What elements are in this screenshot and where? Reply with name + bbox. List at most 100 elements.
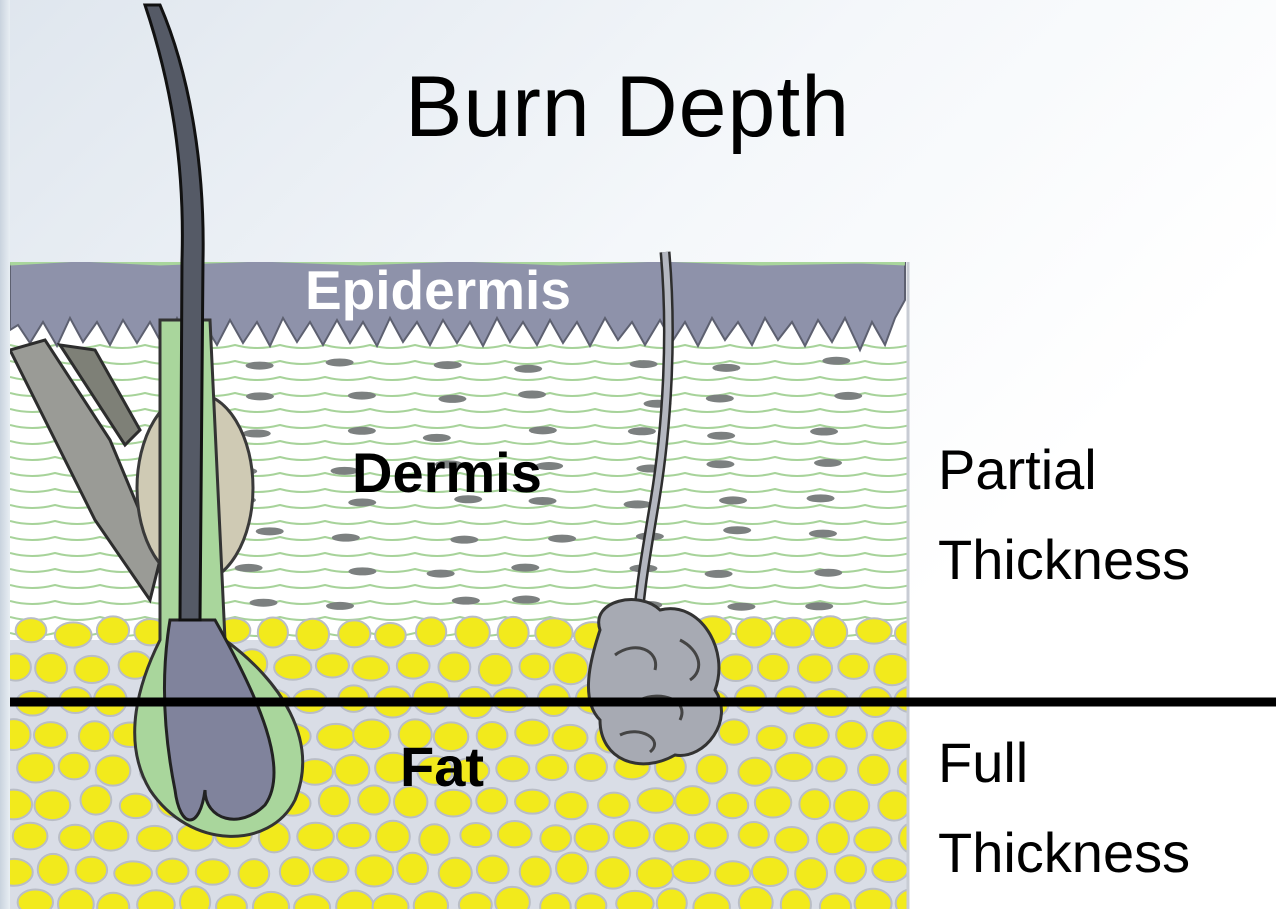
fat-cell xyxy=(614,820,650,848)
dermis-cell xyxy=(809,530,837,538)
fat-cell xyxy=(738,758,771,786)
fat-cell xyxy=(353,720,390,750)
dermis-cell xyxy=(511,564,539,572)
fat-cell xyxy=(79,721,111,751)
fat-cell xyxy=(438,652,470,681)
fat-cell xyxy=(774,618,811,648)
fat-cell xyxy=(775,827,809,852)
fat-cell xyxy=(0,719,31,750)
fat-cell xyxy=(358,786,390,815)
fat-cell xyxy=(93,821,128,851)
dermis-cell xyxy=(256,527,284,535)
fat-cell xyxy=(899,823,929,854)
fat-cell xyxy=(515,720,549,746)
fat-cell xyxy=(180,886,210,909)
fat-cell xyxy=(695,822,728,848)
fat-cell xyxy=(313,857,349,882)
dermis-cell xyxy=(719,496,747,504)
dermis-cell xyxy=(705,570,733,578)
fat-cell xyxy=(376,821,410,853)
fat-cell xyxy=(17,753,54,782)
fat-cell xyxy=(38,854,69,885)
partial-thickness-label: Partial Thickness xyxy=(938,425,1190,605)
fat-cell xyxy=(416,617,446,646)
dermis-cell xyxy=(834,392,862,400)
fat-cell xyxy=(799,789,830,819)
dermis-cell xyxy=(246,392,274,400)
fat-cell xyxy=(872,858,908,882)
epidermis-label: Epidermis xyxy=(305,258,571,322)
dermis-cell xyxy=(348,427,376,435)
fat-cell xyxy=(520,857,551,887)
fat-cell xyxy=(16,618,47,642)
fat-cell xyxy=(540,825,571,852)
fat-cell xyxy=(13,823,48,850)
full-thickness-line1: Full xyxy=(938,718,1190,808)
dermis-cell xyxy=(434,361,462,369)
dermis-cell xyxy=(512,596,540,604)
dermis-cell xyxy=(529,426,557,434)
dermis-cell xyxy=(810,428,838,436)
dermis-cell xyxy=(452,597,480,605)
fat-label: Fat xyxy=(400,734,484,799)
fat-cell xyxy=(59,825,91,850)
dermis-cell xyxy=(814,459,842,467)
fat-cell xyxy=(157,859,189,884)
fat-cell xyxy=(97,616,129,644)
fat-cell xyxy=(137,826,173,851)
fat-cell xyxy=(317,724,354,750)
fat-cell xyxy=(477,856,509,883)
partial-thickness-line1: Partial xyxy=(938,425,1190,515)
fat-cell xyxy=(795,858,827,889)
fat-cell xyxy=(598,793,630,818)
fat-cell xyxy=(34,790,70,820)
fat-cell xyxy=(239,859,270,888)
fat-cell xyxy=(59,753,90,780)
fat-cell xyxy=(757,726,787,750)
fat-cell xyxy=(758,654,789,681)
fat-cell xyxy=(316,653,349,677)
fat-cell xyxy=(878,791,909,821)
fat-cell xyxy=(575,824,609,852)
fat-cell xyxy=(498,617,529,648)
fat-cell xyxy=(536,755,568,780)
fat-cell xyxy=(854,827,891,852)
fat-cell xyxy=(80,785,111,814)
dermis-cell xyxy=(630,360,658,368)
fat-cell xyxy=(515,790,550,814)
fat-cell xyxy=(637,858,673,888)
fat-cell xyxy=(498,821,532,847)
fat-cell xyxy=(274,655,311,680)
dermis-cell xyxy=(624,500,652,508)
full-thickness-line2: Thickness xyxy=(938,808,1190,898)
dermis-cell xyxy=(348,392,376,400)
dermis-cell xyxy=(438,395,466,403)
fat-cell xyxy=(196,859,230,884)
fat-cell xyxy=(835,855,866,883)
fat-cell xyxy=(556,853,588,884)
fat-cell xyxy=(496,756,529,781)
fat-cell xyxy=(752,857,788,886)
fat-cell xyxy=(717,793,748,818)
fat-cell xyxy=(896,889,932,909)
fat-cell xyxy=(895,621,928,645)
fat-cell xyxy=(459,892,492,909)
fat-cell xyxy=(834,790,869,822)
fat-cell xyxy=(898,757,931,786)
dermis-cell xyxy=(235,564,263,572)
dermis-cell xyxy=(727,603,755,611)
dermis-cell xyxy=(514,365,542,373)
dermis-cell xyxy=(707,432,735,440)
dermis-label: Dermis xyxy=(352,440,542,505)
dermis-cell xyxy=(246,362,274,370)
dermis-cell xyxy=(348,567,376,575)
fat-cell xyxy=(297,823,334,850)
fat-cell xyxy=(739,822,769,848)
fat-cell xyxy=(855,889,892,909)
fat-cell xyxy=(96,755,131,785)
fat-cell xyxy=(816,756,847,781)
fat-cell xyxy=(675,786,710,815)
fat-cell xyxy=(280,857,310,886)
fat-cell xyxy=(553,652,588,684)
partial-thickness-line2: Thickness xyxy=(938,515,1190,605)
